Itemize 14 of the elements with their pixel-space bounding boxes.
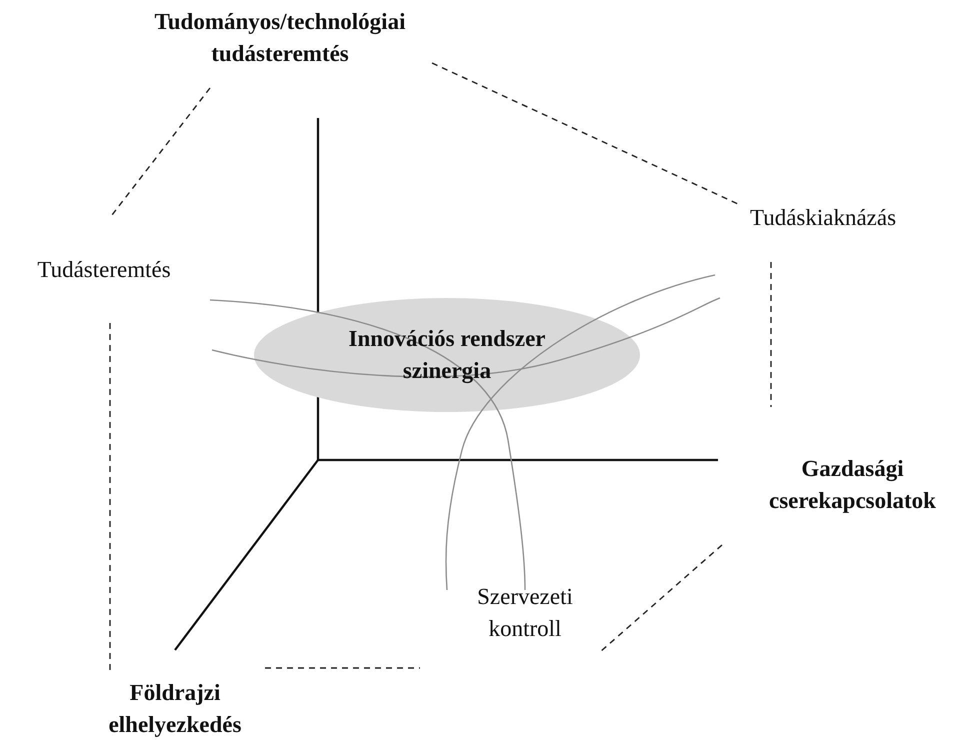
- dashed-line: [265, 667, 420, 669]
- node-label: Tudáskiaknázás: [708, 202, 938, 234]
- dashed-line: [600, 544, 722, 653]
- ellipse-label: Innovációs rendszer szinergia: [348, 325, 546, 386]
- dashed-line: [111, 88, 211, 216]
- node-label: Szervezeti kontroll: [455, 581, 635, 645]
- heading-label: Gazdasági cserekapcsolatok: [735, 453, 970, 517]
- synergy-ellipse: [254, 298, 640, 412]
- heading-label: Tudományos/technológiai tudásteremtés: [120, 6, 530, 92]
- dashed-line: [109, 323, 111, 672]
- dashed-line: [770, 262, 772, 407]
- heading-label: Földrajzi elhelyezkedés: [70, 617, 280, 741]
- dashed-line: [432, 62, 738, 205]
- node-label: Tudásteremtés: [4, 254, 204, 286]
